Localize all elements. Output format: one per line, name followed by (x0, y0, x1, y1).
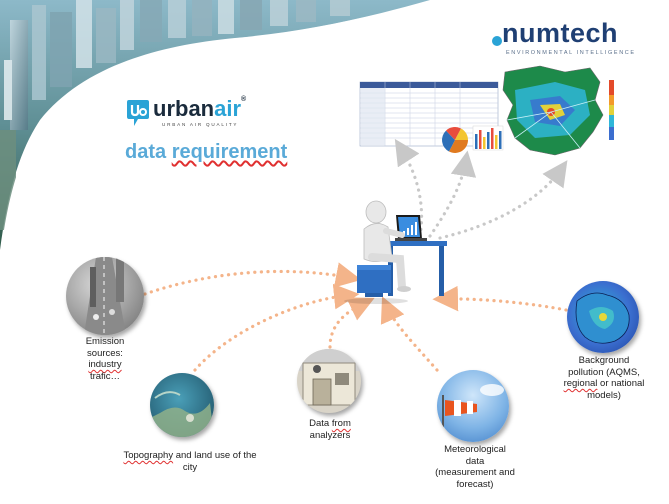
numtech-dot-icon (492, 36, 502, 46)
windsock-icon (442, 384, 504, 442)
output-visuals (359, 65, 614, 156)
urbanair-word-air: air (214, 96, 242, 121)
emission-photo (66, 257, 144, 335)
title-part-2: requirement (171, 141, 288, 163)
arrow-to-chart (428, 150, 477, 238)
road-traffic-icon (84, 257, 126, 335)
title-part-1: data (125, 141, 172, 163)
urbanair-logo: urbanair® URBAN AIR QUALITY (126, 96, 286, 132)
arrow-from-topography (193, 283, 360, 372)
numtech-tagline: ENVIRONMENTAL INTELLIGENCE (506, 50, 636, 56)
arrow-from-background (432, 285, 568, 312)
arrow-to-table (394, 138, 424, 238)
monitoring-station-icon (297, 349, 361, 406)
topography-photo (150, 373, 214, 437)
emission-label: Emission sources: industry trafic… (85, 336, 125, 382)
pollution-map-icon (575, 292, 630, 344)
aerial-map-icon (150, 391, 214, 437)
arrow-from-meteo (380, 296, 439, 372)
background-pollution-photo (567, 281, 639, 353)
pollution-map-thumbnail (502, 65, 614, 156)
page-title: data requirement (125, 141, 287, 164)
pie-chart-thumbnail (442, 127, 468, 153)
urbanair-tagline: URBAN AIR QUALITY (162, 122, 239, 127)
topography-label: Topography and land use of the city (123, 450, 257, 473)
person-at-desk-illustration (344, 200, 447, 304)
registered-mark: ® (241, 96, 247, 103)
numtech-logo: numtech ENVIRONMENTAL INTELLIGENCE (492, 18, 652, 62)
urbanair-word-urban: urban (153, 96, 215, 121)
analyzers-label: Data from analyzers (309, 418, 351, 441)
numtech-wordmark: numtech (502, 18, 619, 48)
bar-chart-thumbnail (472, 125, 504, 151)
arrow-from-analyzers (328, 297, 375, 349)
meteo-label: Meteorological data (measurement and for… (435, 444, 515, 490)
arrow-to-map (438, 160, 568, 240)
background-label: Background pollution (AQMS, regional or … (563, 355, 645, 401)
data-table-thumbnail (359, 81, 499, 147)
chat-bubble-icon (127, 100, 149, 126)
meteo-photo (437, 370, 509, 442)
arrow-from-emission (143, 262, 362, 296)
analyzers-photo (297, 349, 361, 413)
